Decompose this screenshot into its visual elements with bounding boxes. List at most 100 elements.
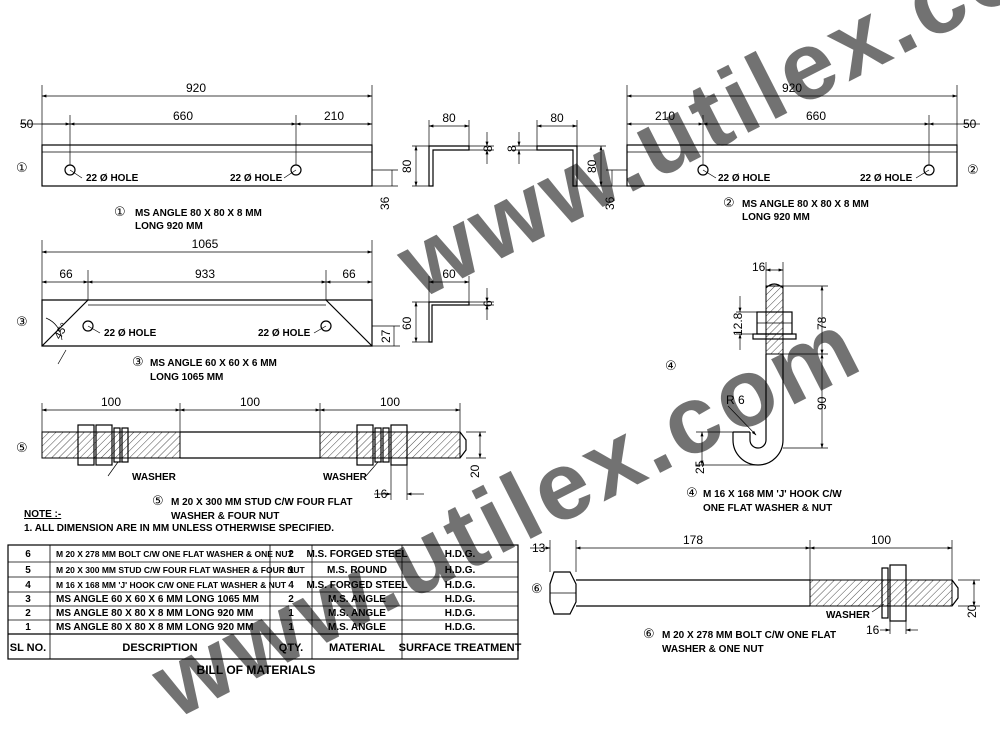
part-5-washer-a: WASHER [132, 472, 177, 483]
part-6-dim-head: 13 [532, 541, 546, 555]
part-1-hole-offset: 36 [378, 196, 392, 210]
bom-table [7, 544, 519, 660]
bom-row-3-sl: 3 [25, 594, 31, 605]
part-6-drawing [530, 540, 980, 634]
part-4-dim-radius: R 6 [726, 393, 745, 407]
part-3-dim-mid: 933 [195, 267, 215, 281]
part-4-title-marker: ④ [686, 485, 698, 500]
part-2-title-line-2: LONG 920 MM [742, 212, 810, 223]
bom-row-4-material: M.S. FORGED STEEL [306, 580, 407, 591]
part-6-title-line-1: M 20 X 278 MM BOLT C/W ONE FLAT [662, 630, 836, 641]
part-6-dim-nut: 16 [866, 623, 880, 637]
bom-row-5-sl: 5 [25, 565, 31, 576]
bom-row-4-qty: 4 [288, 580, 294, 591]
part-1-dim-right: 210 [324, 109, 344, 123]
part-3-dim-total: 1065 [192, 237, 219, 251]
part-3-section-thickness: 6 [481, 300, 495, 307]
part-1-section-thickness: 8 [481, 145, 495, 152]
part-3-section-width: 60 [442, 267, 456, 281]
part-1-section-width: 80 [442, 111, 456, 125]
bom-row-2-qty: 1 [288, 608, 294, 619]
bom-header-qty: QTY. [279, 642, 303, 654]
bom-header-sl: SL NO. [10, 642, 46, 654]
part-4-dim-straight: 90 [815, 396, 829, 410]
bom-row-6-qty: 2 [288, 549, 294, 560]
bom-caption: BILL OF MATERIALS [197, 663, 316, 677]
bom-row-2-sl: 2 [25, 608, 31, 619]
part-2-drawing [512, 85, 980, 187]
bom-row-6-desc: M 20 X 278 MM BOLT C/W ONE FLAT WASHER &… [56, 549, 294, 559]
bom-row-1-surface: H.D.G. [445, 622, 476, 633]
part-1-title-line-1: MS ANGLE 80 X 80 X 8 MM [135, 208, 262, 219]
part-1-hole-a: 22 Ø HOLE [86, 173, 139, 184]
bom-row-3-qty: 2 [288, 594, 294, 605]
part-2-dim-mid: 660 [806, 109, 826, 123]
part-1-drawing [20, 85, 494, 187]
part-5-dim-a: 100 [101, 395, 121, 409]
part-2-section-thickness: 8 [505, 145, 519, 152]
bom-row-6-surface: H.D.G. [445, 549, 476, 560]
part-5-washer-b: WASHER [323, 472, 368, 483]
part-3-hole-a: 22 Ø HOLE [104, 328, 157, 339]
part-2-section-width: 80 [550, 111, 564, 125]
bom-row-2-material: M.S. ANGLE [328, 608, 386, 619]
bom-header-description: DESCRIPTION [122, 642, 197, 654]
part-4-title-line-2: ONE FLAT WASHER & NUT [703, 503, 832, 514]
bom-row-3-desc: MS ANGLE 60 X 60 X 6 MM LONG 1065 MM [56, 594, 259, 605]
bom-row-1-sl: 1 [25, 622, 31, 633]
bom-row-3-material: M.S. ANGLE [328, 594, 386, 605]
part-6-marker: ⑥ [531, 581, 543, 596]
part-5-dim-nut: 16 [374, 487, 388, 501]
bom-header-material: MATERIAL [329, 642, 385, 654]
part-2-title-line-1: MS ANGLE 80 X 80 X 8 MM [742, 199, 869, 210]
part-1-section-height: 80 [400, 159, 414, 173]
part-1-hole-b: 22 Ø HOLE [230, 173, 283, 184]
part-3-dim-left: 66 [59, 267, 73, 281]
part-2-dim-left: 210 [655, 109, 675, 123]
part-6-washer: WASHER [826, 610, 871, 621]
part-6-dim-shank: 178 [683, 533, 703, 547]
part-5-drawing [41, 403, 486, 500]
bom-row-4-surface: H.D.G. [445, 580, 476, 591]
bom-row-5-material: M.S. ROUND [327, 565, 387, 576]
part-4-drawing [696, 262, 828, 466]
bom-row-4-sl: 4 [25, 580, 31, 591]
part-2-hole-a: 22 Ø HOLE [718, 173, 771, 184]
part-2-section-height: 80 [585, 159, 599, 173]
part-3-hole-offset: 27 [379, 329, 393, 343]
part-4-dim-hook: 25 [693, 460, 707, 474]
part-6-dim-diameter: 20 [965, 604, 979, 618]
bom-row-5-desc: M 20 X 300 MM STUD C/W FOUR FLAT WASHER … [56, 565, 306, 575]
bom-row-4-desc: M 16 X 168 MM 'J' HOOK C/W ONE FLAT WASH… [56, 580, 287, 590]
bom-row-2-surface: H.D.G. [445, 608, 476, 619]
bom-row-6-sl: 6 [25, 549, 31, 560]
part-3-hole-b: 22 Ø HOLE [258, 328, 311, 339]
bom-row-2-desc: MS ANGLE 80 X 80 X 8 MM LONG 920 MM [56, 608, 253, 619]
part-2-hole-b: 22 Ø HOLE [860, 173, 913, 184]
part-3-title-marker: ③ [132, 354, 144, 369]
part-1-dim-mid: 660 [173, 109, 193, 123]
part-2-dim-total: 920 [782, 81, 802, 95]
part-3-section-height: 60 [400, 316, 414, 330]
part-5-dim-c: 100 [380, 395, 400, 409]
part-4-title-line-1: M 16 X 168 MM 'J' HOOK C/W [703, 489, 842, 500]
part-3-title-line-1: MS ANGLE 60 X 60 X 6 MM [150, 358, 277, 369]
bom-header-surface: SURFACE TREATMENT [399, 642, 522, 654]
part-4-dim-thread: 78 [815, 316, 829, 330]
watermark-top: www.utilex.com [380, 0, 1000, 319]
part-1-dim-total: 920 [186, 81, 206, 95]
part-3-marker: ③ [16, 314, 28, 329]
part-1-title-line-2: LONG 920 MM [135, 221, 203, 232]
part-2-hole-offset: 36 [603, 196, 617, 210]
part-2-marker: ② [967, 162, 979, 177]
part-5-dim-b: 100 [240, 395, 260, 409]
part-4-dim-diameter: 16 [752, 260, 766, 274]
part-1-marker: ① [16, 160, 28, 175]
part-1-dim-left: 50 [20, 117, 34, 131]
part-6-title-line-2: WASHER & ONE NUT [662, 644, 764, 655]
part-6-dim-thread: 100 [871, 533, 891, 547]
part-3-drawing [41, 240, 494, 365]
bom-row-1-qty: 1 [288, 622, 294, 633]
part-2-dim-right: 50 [963, 117, 977, 131]
